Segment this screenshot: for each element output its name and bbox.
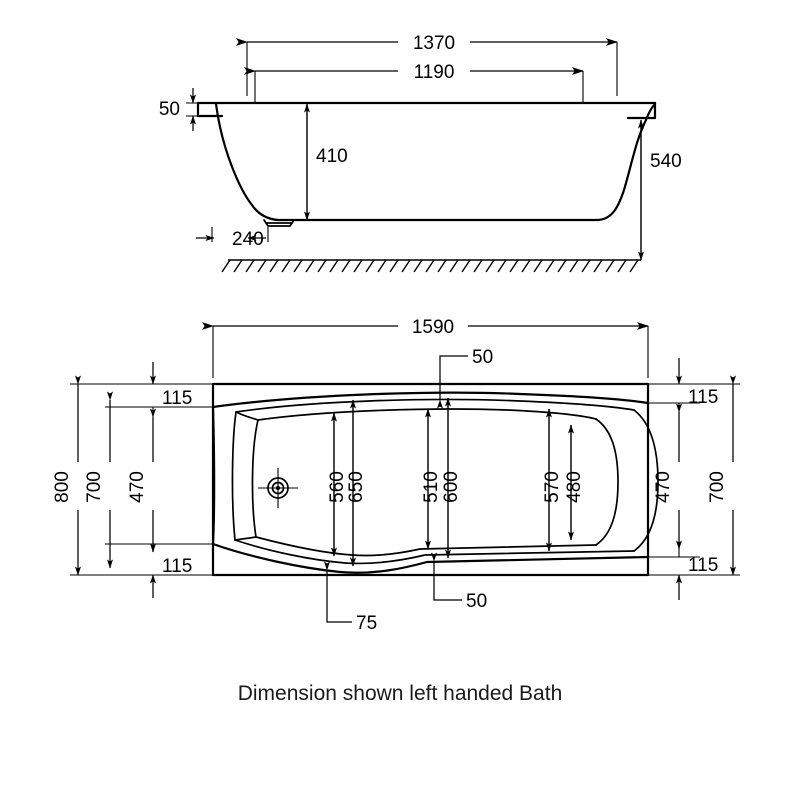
dim-plan-510: 510 — [421, 408, 442, 550]
dim-label-700-right: 700 — [707, 471, 728, 503]
drawing-caption: Dimension shown left handed Bath — [238, 682, 563, 705]
dim-plan-480: 480 — [564, 424, 585, 541]
dim-label-570: 570 — [542, 471, 563, 503]
dim-label-115-top-right: 115 — [688, 387, 718, 408]
dim-plan-570: 570 — [542, 408, 563, 552]
callout-75-bottom: 75 — [324, 561, 377, 634]
dim-side-540: 540 — [638, 119, 682, 261]
dim-plan-1590: 1590 — [202, 317, 649, 378]
dim-label-1190: 1190 — [414, 62, 455, 83]
waste-outlet-symbol — [258, 468, 298, 508]
dim-plan-650: 650 — [346, 399, 367, 567]
bath-side-profile — [196, 101, 657, 227]
dim-label-700-left: 700 — [84, 471, 105, 503]
dim-label-240: 240 — [232, 229, 264, 250]
dim-label-115-bottom-left: 115 — [162, 556, 192, 577]
bath-plan-outline — [211, 382, 659, 577]
dim-label-540: 540 — [650, 151, 682, 172]
dim-plan-560: 560 — [327, 412, 348, 557]
dim-label-410: 410 — [316, 146, 348, 167]
dim-label-510: 510 — [421, 471, 442, 503]
dim-label-650: 650 — [346, 471, 367, 503]
plan-view: 1590 800 700 470 — [52, 317, 740, 634]
dim-side-50: 50 — [159, 88, 206, 131]
dim-label-50-rim: 50 — [159, 99, 180, 120]
dim-plan-right-stack: 700 470 115 115 — [648, 358, 740, 600]
dim-label-470-left: 470 — [127, 471, 148, 503]
dim-plan-600: 600 — [441, 397, 462, 559]
dim-side-240: 240 — [196, 227, 269, 250]
dim-label-75: 75 — [356, 613, 377, 634]
callout-50-bottom: 50 — [431, 552, 487, 612]
dim-label-115-bottom-right: 115 — [688, 555, 718, 576]
side-elevation-view: 1370 1190 50 410 — [159, 33, 682, 273]
dim-label-115-top-left: 115 — [162, 388, 192, 409]
dim-label-470-right: 470 — [653, 471, 674, 503]
dim-label-800: 800 — [52, 471, 73, 503]
dim-label-1370: 1370 — [413, 33, 455, 54]
dim-side-410: 410 — [304, 103, 348, 221]
dim-label-480: 480 — [564, 471, 585, 503]
dim-label-50-bottom: 50 — [466, 591, 487, 612]
dim-label-50-top: 50 — [472, 347, 493, 368]
dim-label-600: 600 — [441, 471, 462, 503]
ground-hatch-line — [221, 259, 641, 273]
dim-label-1590: 1590 — [412, 317, 454, 338]
dim-label-560: 560 — [327, 471, 348, 503]
callout-50-top: 50 — [437, 347, 493, 409]
dim-side-1370: 1370 — [236, 33, 618, 96]
dim-side-1190: 1190 — [244, 62, 584, 103]
dim-plan-left-stack: 800 700 470 115 115 — [52, 362, 213, 598]
